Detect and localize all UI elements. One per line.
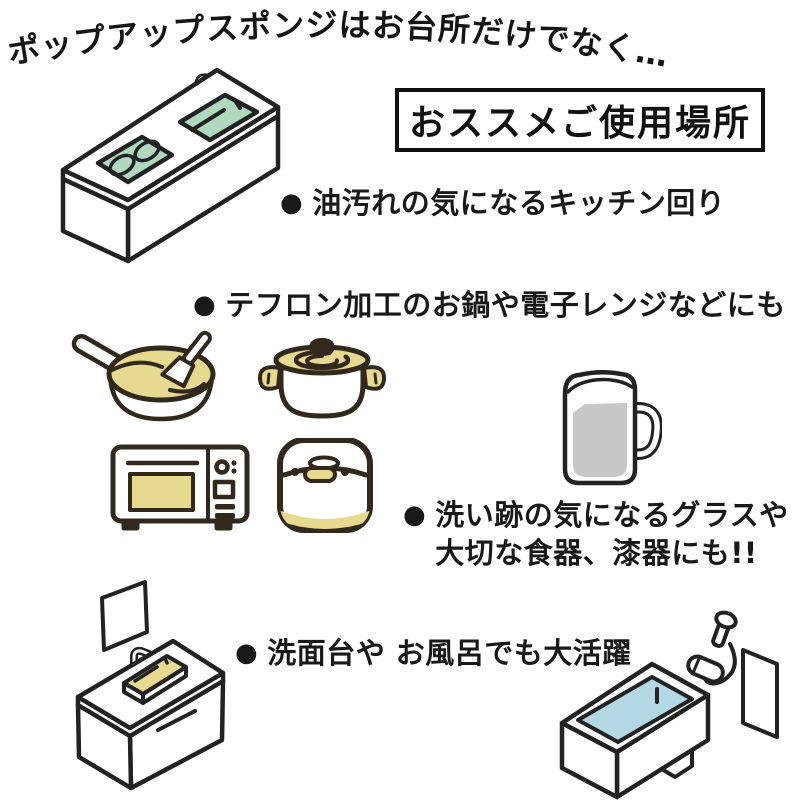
bullet-marker: ●: [280, 188, 304, 218]
frying-pan-icon: [71, 330, 216, 422]
heading-arc: ポップアップスポンジはお台所だけでなく…: [5, 6, 671, 75]
mug-rim: [566, 377, 634, 394]
panel-dot: [231, 468, 237, 474]
pot-body: [278, 365, 366, 419]
cooker-body: [277, 438, 373, 533]
spatula: [160, 330, 212, 389]
bullet-bathroom-text: 洗面台や お風呂でも大活躍: [267, 636, 632, 670]
batter-swirl: [168, 382, 206, 394]
bullet-bathroom: ● 洗面台や お風呂でも大活躍: [235, 636, 632, 670]
sink-marks: [190, 100, 242, 132]
drawer-line: [156, 709, 197, 732]
panel-bar: [215, 504, 235, 510]
basin-marks: [133, 656, 169, 683]
shower-head: [711, 610, 738, 648]
cooker-mouth: [303, 466, 337, 483]
basin-top: [122, 654, 188, 696]
lid-knob: [309, 338, 335, 356]
basin-faucet: [130, 646, 153, 674]
cooker-eye: [341, 468, 349, 476]
vanity-mirror: [100, 580, 149, 652]
washbasin-icon: [75, 580, 226, 791]
bullet-kitchen: ● 油汚れの気になるキッチン回り: [280, 186, 725, 220]
bullet-teflon-text: テフロン加工のお鍋や電子レンジなどにも: [225, 288, 786, 322]
panel-bar: [215, 513, 235, 519]
wall-panel: [741, 648, 779, 739]
stove-burner: [133, 139, 161, 163]
bullet-glassware: ● 洗い跡の気になるグラスや 大切な食器、漆器にも!!: [403, 496, 789, 572]
kitchen-counter-icon: [60, 67, 281, 264]
panel-dot: [231, 460, 237, 466]
microwave-icon: [110, 444, 250, 531]
bullet-glassware-line2: 大切な食器、漆器にも!!: [435, 536, 758, 570]
bullet-kitchen-text: 油汚れの気になるキッチン回り: [312, 186, 726, 220]
bullet-marker: ●: [193, 290, 217, 320]
bullet-marker: ●: [403, 500, 427, 530]
tub-water: [576, 675, 694, 744]
bullet-glassware-line1: 洗い跡の気になるグラスや: [435, 498, 789, 532]
mug-liquid: [573, 403, 627, 477]
mug-handle: [628, 402, 662, 460]
beer-mug-icon: [562, 370, 662, 486]
title-box: おススメご使用場所: [395, 88, 765, 152]
shower-faucet-bar: [686, 654, 725, 684]
stove-burner: [108, 153, 136, 177]
batter-swirl: [110, 360, 164, 372]
panel-button: [212, 479, 236, 500]
rice-cooker-icon: [277, 438, 373, 533]
cooker-bottom-band: [280, 511, 370, 529]
panel-knob: [214, 459, 230, 475]
pot-icon: [257, 338, 387, 419]
bullet-marker: ●: [235, 638, 259, 668]
bullet-teflon: ● テフロン加工のお鍋や電子レンジなどにも: [193, 288, 786, 322]
bathtub-icon: [559, 610, 779, 800]
title-box-label: おススメご使用場所: [408, 103, 751, 144]
microwave-window: [128, 472, 195, 512]
cooker-eye: [291, 468, 299, 476]
